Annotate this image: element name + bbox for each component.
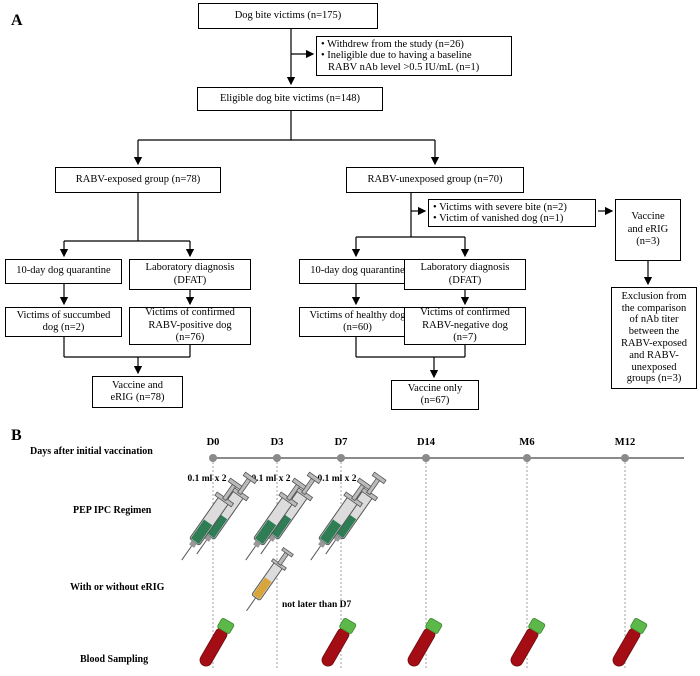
syringe-icon bbox=[237, 469, 324, 567]
vaccine-erig-line: Vaccine and bbox=[111, 379, 163, 391]
lab-exposed-box: Laboratory diagnosis (DFAT) bbox=[129, 259, 251, 290]
rabv-positive-line: RABV-positive dog bbox=[148, 319, 232, 331]
rabv-negative-line: Victims of confirmed bbox=[420, 307, 510, 319]
excluded2-line: • Victims with severe bite (n=2) bbox=[433, 201, 567, 213]
timepoint-dot bbox=[621, 454, 629, 462]
dose-label: 0.1 ml x 2 bbox=[187, 474, 227, 484]
blood-tube-icon bbox=[609, 617, 648, 670]
rabv-positive-box: Victims of confirmed RABV-positive dog (… bbox=[129, 307, 251, 345]
eligible-box: Eligible dog bite victims (n=148) bbox=[197, 87, 383, 111]
victims-text: Dog bite victims (n=175) bbox=[234, 9, 342, 21]
timepoint-dot bbox=[209, 454, 217, 462]
healthy-text: Victims of healthy dog (n=60) bbox=[309, 309, 406, 334]
excluded2-line: • Victim of vanished dog (n=1) bbox=[433, 213, 564, 224]
exclusion-note-box: Exclusion from the comparison of nAb tit… bbox=[611, 287, 697, 389]
exclusion-line: RABV-exposed bbox=[620, 338, 688, 349]
day-label: D3 bbox=[270, 437, 284, 448]
lab-exposed-line: (DFAT) bbox=[173, 274, 207, 286]
blood-tube-icon bbox=[404, 617, 443, 670]
quarantine-unexposed-box: 10-day dog quarantine bbox=[299, 259, 416, 284]
exclusion-line: the comparison bbox=[621, 302, 687, 314]
day-label: D7 bbox=[334, 437, 348, 448]
blood-tube-icon bbox=[507, 617, 546, 670]
erig-row-label: With or without eRIG bbox=[70, 582, 165, 593]
exclusion-line: between the bbox=[628, 326, 680, 338]
unexposed-group-box: RABV-unexposed group (n=70) bbox=[346, 167, 524, 193]
vaccine-only-line: Vaccine only bbox=[407, 382, 463, 394]
timepoint-dot bbox=[523, 454, 531, 462]
dose-label: 0.1 ml x 2 bbox=[317, 474, 357, 484]
eligible-text: Eligible dog bite victims (n=148) bbox=[219, 92, 361, 104]
day-label: D0 bbox=[206, 437, 220, 448]
day-label: D14 bbox=[416, 437, 436, 448]
unexposed-text: RABV-unexposed group (n=70) bbox=[367, 173, 503, 185]
vaccine-only-box: Vaccine only (n=67) bbox=[391, 380, 479, 410]
exclusion-line: groups (n=3) bbox=[626, 373, 682, 385]
exclusion-line: Exclusion from bbox=[621, 290, 687, 302]
exposed-group-box: RABV-exposed group (n=78) bbox=[55, 167, 221, 193]
timepoint-dot bbox=[337, 454, 345, 462]
vaccine-erig-line: eRIG (n=78) bbox=[110, 392, 165, 403]
syringe-icon bbox=[302, 469, 389, 567]
lab-exposed-line: Laboratory diagnosis bbox=[145, 262, 235, 273]
blood-tube-icon bbox=[196, 617, 235, 670]
rabv-negative-line: RABV-negative dog bbox=[422, 319, 508, 331]
blood-tube-icon bbox=[318, 617, 357, 670]
rabv-positive-line: (n=76) bbox=[175, 332, 205, 344]
exclusion-line: and RABV- bbox=[629, 349, 679, 361]
rabv-positive-line: Victims of confirmed bbox=[145, 307, 235, 319]
erig-timing-note: not later than D7 bbox=[282, 600, 352, 610]
day-label: M12 bbox=[614, 437, 636, 448]
succumbed-line: dog (n=2) bbox=[42, 322, 85, 333]
blood-row-label: Blood Sampling bbox=[80, 654, 149, 665]
lab-unexposed-line: (DFAT) bbox=[448, 274, 482, 286]
day-label: M6 bbox=[519, 437, 535, 448]
exclusion-line: of nAb titer bbox=[629, 314, 679, 326]
erig-excluded-box: Vaccine and eRIG (n=3) bbox=[615, 199, 681, 261]
excluded1-line: RABV nAb level >0.5 IU/mL (n=1) bbox=[328, 61, 480, 73]
exposed-text: RABV-exposed group (n=78) bbox=[75, 173, 201, 185]
timepoint-dot bbox=[273, 454, 281, 462]
healthy-dog-box: Victims of healthy dog (n=60) bbox=[299, 307, 416, 337]
excluded-box-1: • Withdrew from the study (n=26) • Ineli… bbox=[316, 36, 512, 76]
vaccine-only-line: (n=67) bbox=[420, 395, 450, 406]
erig-box-line: (n=3) bbox=[636, 236, 660, 248]
succumbed-dog-box: Victims of succumbed dog (n=2) bbox=[5, 307, 122, 337]
excluded1-line: • Withdrew from the study (n=26) bbox=[321, 38, 464, 50]
erig-box-line: Vaccine bbox=[631, 211, 665, 223]
succumbed-line: Victims of succumbed bbox=[16, 309, 111, 321]
exclusion-line: unexposed bbox=[631, 361, 677, 373]
rabv-negative-line: (n=7) bbox=[453, 332, 477, 344]
days-row-label: Days after initial vaccination bbox=[30, 446, 153, 457]
excluded1-line: • Ineligible due to having a baseline bbox=[321, 50, 472, 62]
panel-a-label: A bbox=[11, 12, 23, 29]
quarantine-exposed-box: 10-day dog quarantine bbox=[5, 259, 122, 284]
erig-box-line: and eRIG bbox=[627, 223, 669, 235]
panel-b-label: B bbox=[11, 427, 22, 444]
syringe-icon bbox=[173, 469, 260, 567]
rabv-negative-box: Victims of confirmed RABV-negative dog (… bbox=[404, 307, 526, 345]
quarantine-exposed-text: 10-day dog quarantine bbox=[16, 265, 111, 277]
lab-unexposed-box: Laboratory diagnosis (DFAT) bbox=[404, 259, 526, 290]
regimen-row-label: PEP IPC Regimen bbox=[73, 505, 152, 516]
timepoint-dot bbox=[422, 454, 430, 462]
dose-label: 0.1 ml x 2 bbox=[251, 474, 291, 484]
dog-bite-victims-box: Dog bite victims (n=175) bbox=[198, 3, 378, 29]
lab-unexposed-line: Laboratory diagnosis bbox=[420, 262, 510, 273]
excluded-box-2: • Victims with severe bite (n=2) • Victi… bbox=[428, 199, 596, 227]
quarantine-unexposed-text: 10-day dog quarantine bbox=[310, 265, 405, 277]
vaccine-erig-box: Vaccine and eRIG (n=78) bbox=[92, 376, 183, 408]
